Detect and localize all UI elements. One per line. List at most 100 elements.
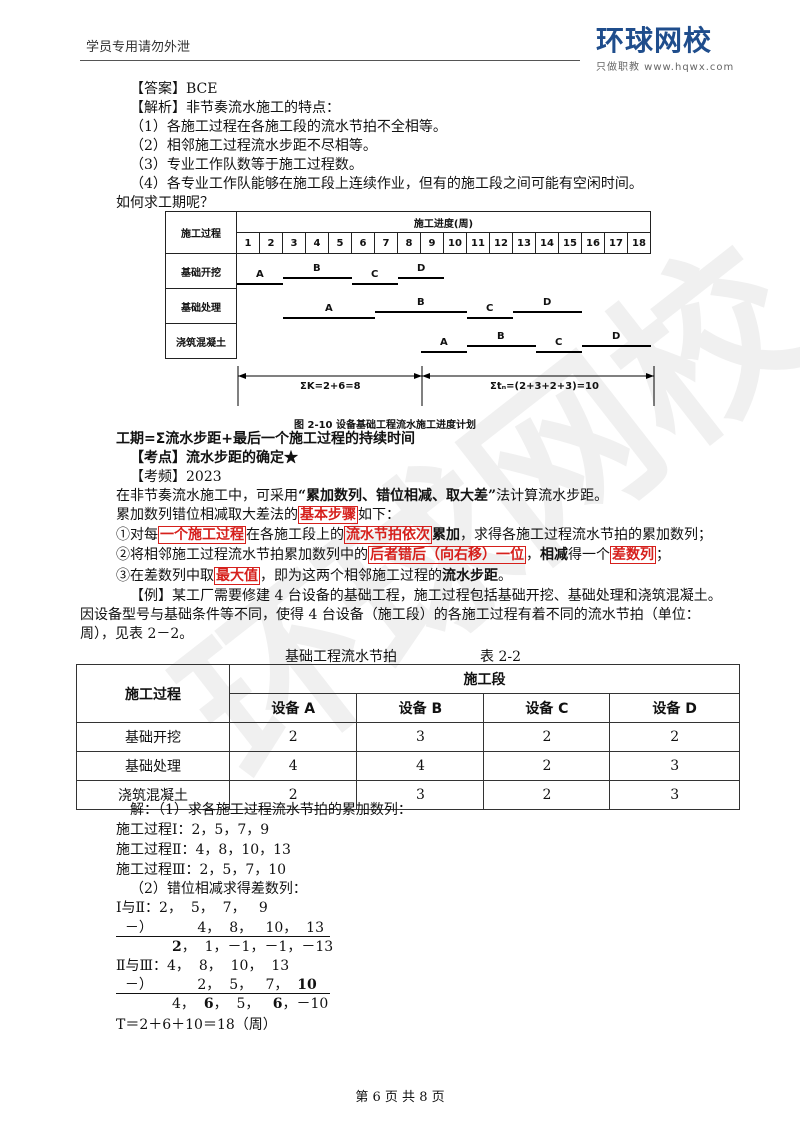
solution-series-2: 施工过程Ⅱ：4，8，10，13 [116,842,291,858]
calc-b-a: 4， [172,996,204,1012]
gantt-bar-label: B [497,331,505,342]
feature-2: （2）相邻施工过程流水步距不尽相等。 [130,138,377,154]
answer-line: 【答案】BCE [130,81,218,97]
calc-a-result: 2， 1，－1，－1，－13 [172,938,333,956]
calc-b-e: ，－10 [282,996,329,1012]
step1-highlight-sequence: 流水节拍依次 [344,526,432,544]
step1-f: ，求得各施工过程流水节拍的累加数列； [460,527,712,543]
gantt-bar-label: A [256,269,264,280]
gantt-bar-label: B [313,263,321,274]
step3-step-distance: 流水步距 [442,568,498,584]
step-3: ③在差数列中取最大值，即为这两个相邻施工过程的流水步距。 [116,567,512,585]
step2-c: ， [526,547,540,563]
gantt-bar-label: C [371,269,379,280]
calc-a-rule [116,936,330,937]
example-line-2: 因设备型号与基础条件等不同，使得 4 台设备（施工段）的各施工过程有着不同的流水… [80,607,700,623]
schedule-row-label: 基础开挖 [165,253,237,289]
schedule-row-label: 浇筑混凝土 [165,323,237,359]
example-line-1: 【例】某工厂需要修建 4 台设备的基础工程，施工过程包括基础开挖、基础处理和浇筑… [130,588,722,604]
logo-main-text: 环球网校 [596,24,713,57]
table-col-header: 设备 A [228,693,358,723]
table-cell: 4 [356,751,485,781]
table-col-header: 设备 C [483,693,611,723]
table-cell-name: 浇筑混凝土 [76,780,230,810]
feature-1: （1）各施工过程在各施工段的流水节拍不全相等。 [130,119,447,135]
gantt-bar [283,317,375,319]
table-cell: 2 [483,722,611,752]
step2-a: ②将相邻施工过程流水节拍累加数列中的 [116,547,368,563]
schedule-caption: 图 2-10 设备基础工程流水施工进度计划 [294,420,476,431]
header-confidential-text: 学员专用请勿外泄 [86,40,191,55]
table-cell: 3 [609,780,740,810]
gantt-bar-label: D [543,297,552,308]
page-number: 第 6 页 共 8 页 [355,1090,445,1105]
step3-a: ③在差数列中取 [116,568,214,584]
schedule-row-header: 施工过程 [165,211,237,254]
table-row: 浇筑混凝土 2 3 2 3 [76,780,740,810]
gantt-bar-label: B [417,297,425,308]
step3-e: 。 [498,568,512,584]
solution-intro: 解：（1）求各施工过程流水节拍的累加数列： [130,802,412,818]
step3-highlight-max: 最大值 [214,567,260,585]
calc-b-max2: 6 [272,996,283,1012]
gantt-bar [237,283,283,285]
gantt-bar [398,277,444,279]
step1-accumulate: 累加 [432,527,460,543]
table-cell: 4 [228,751,358,781]
gantt-bar-label: C [555,337,563,348]
gantt-bar [375,311,467,313]
table-cell-name: 基础处理 [76,751,230,781]
gantt-bar-label: D [612,331,621,342]
table-col-header: 设备 D [609,693,740,723]
calc-b-line1: Ⅱ与Ⅲ：4， 8， 10， 13 [116,958,290,974]
step2-g: ； [656,547,670,563]
table-cell: 3 [609,751,740,781]
step3-c: ，即为这两个相邻施工过程的 [260,568,442,584]
solution-series-3: 施工过程Ⅲ：2，5，7，10 [116,862,287,878]
calc-b-result: 4， 6， 5， 6，－10 [172,995,328,1013]
table-row: 基础处理 4 4 2 3 [76,751,740,781]
example-line-3: 周），见表 2－2。 [80,626,194,642]
step1-c: 在各施工段上的 [246,527,344,543]
step-2: ②将相邻施工过程流水节拍累加数列中的后者错后（向右移）一位，相减得一个差数列； [116,546,670,564]
table-cell: 3 [356,722,485,752]
table-cell: 2 [609,722,740,752]
calc-b-line2-bold: 10 [297,977,317,993]
calc-a-rest: ， 1，－1，－1，－13 [181,939,334,955]
table-row: 基础开挖 2 3 2 2 [76,722,740,752]
gantt-bar-label: A [325,303,333,314]
table-cell: 2 [228,780,358,810]
duration-formula: 工期=Σ流水步距+最后一个施工过程的持续时间 [116,431,416,447]
steps-intro: 累加数列错位相减取大差法的基本步骤如下： [116,506,400,524]
step2-e: 得一个 [568,547,610,563]
gantt-bar-label: D [417,263,426,274]
gantt-bar [467,317,513,319]
method-line: 在非节奏流水施工中，可采用“累加数列、错位相减、取大差”法计算流水步距。 [116,487,608,505]
sum-k-label: ΣK=2+6=8 [300,381,361,392]
logo-sub-text: 只做职教 www.hqwx.com [596,62,735,73]
table-cell-name: 基础开挖 [76,722,230,752]
solution-series-1: 施工过程Ⅰ：2，5，7，9 [116,822,270,838]
table-header-segments: 施工段 [229,664,740,694]
brand-logo: 环球网校 只做职教 www.hqwx.com [596,24,746,74]
calc-b-line2-pre: －） 2， 5， 7， [116,977,298,993]
gantt-bar [536,351,582,353]
step-1: ①对每一个施工过程在各施工段上的流水节拍依次累加，求得各施工过程流水节拍的累加数… [116,526,712,544]
step2-subtract: 相减 [540,547,568,563]
analysis-line: 【解析】非节奏流水施工的特点： [130,100,340,116]
feature-4: （4）各专业工作队能够在施工段上连续作业，但有的施工段之间可能有空闲时间。 [130,176,643,192]
feature-3: （3）专业工作队数等于施工过程数。 [130,157,363,173]
rhythm-table: 施工过程 施工段 设备 A 设备 B 设备 C 设备 D 基础开挖 2 3 2 … [76,664,740,810]
calc-a-max: 2 [172,939,182,955]
frequency-year: 2023 [186,469,222,485]
steps-intro-pre: 累加数列错位相减取大差法的 [116,507,298,523]
steps-intro-post: 如下： [358,507,400,523]
calc-b-c: ， 5， [213,996,273,1012]
gantt-bar [421,351,467,353]
calc-b-rule [116,993,330,994]
frequency-label: 【考频】 [130,469,186,485]
key-point-heading: 【考点】流水步距的确定★ [130,450,298,466]
step2-highlight-shift: 后者错后（向右移）一位 [368,546,526,564]
